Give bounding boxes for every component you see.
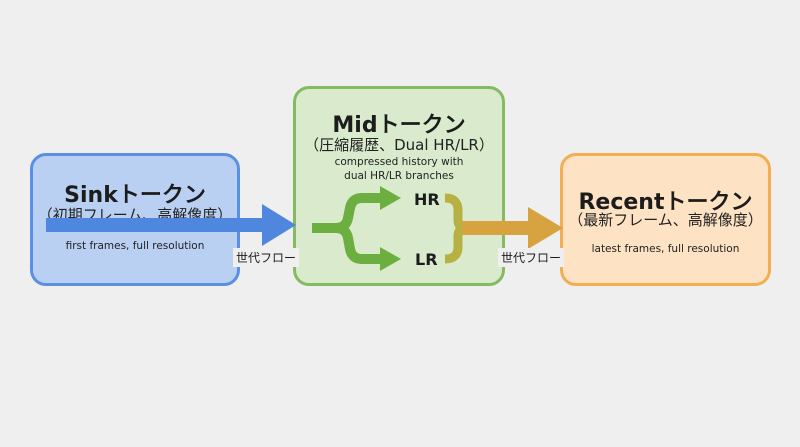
branch-lower-path	[335, 223, 382, 264]
hr-arrowhead	[380, 186, 401, 210]
flow-label-2: 世代フロー	[498, 248, 565, 267]
mid-description-line1: compressed history with	[334, 156, 464, 168]
mid-token-box: Midトークン （圧縮履歴、Dual HR/LR） compressed his…	[293, 86, 505, 286]
recent-title-ja: トークン	[664, 190, 753, 215]
sink-title-ja: トークン	[117, 183, 206, 208]
mid-title-en: Mid	[332, 113, 378, 138]
sink-description: first frames, full resolution	[65, 240, 205, 252]
mid-title-ja: トークン	[377, 113, 466, 138]
recent-subtitle: （最新フレーム、高解像度）	[568, 211, 763, 229]
merge-bracket	[444, 193, 467, 264]
recent-token-box: Recentトークン （最新フレーム、高解像度） latest frames, …	[560, 153, 771, 286]
mid-description: compressed history with dual HR/LR branc…	[296, 155, 502, 183]
mid-subtitle: （圧縮履歴、Dual HR/LR）	[304, 136, 494, 154]
flow-label-1: 世代フロー	[233, 248, 300, 267]
mid-to-recent-arrow	[462, 207, 563, 249]
recent-description: latest frames, full resolution	[591, 243, 740, 255]
mid-title: Midトークン	[296, 107, 502, 139]
sink-title-en: Sink	[64, 183, 118, 208]
mid-description-line2: dual HR/LR branches	[344, 170, 454, 182]
sink-title: Sinkトークン	[33, 177, 237, 209]
lr-arrowhead	[380, 247, 401, 271]
lr-label: LR	[415, 250, 438, 269]
sink-to-mid-arrow	[46, 204, 296, 246]
hr-label: HR	[414, 190, 440, 209]
recent-title-en: Recent	[578, 190, 665, 215]
hr-lr-branch-arrows	[312, 193, 382, 264]
branch-upper-path	[335, 193, 382, 233]
recent-title: Recentトークン	[563, 184, 768, 216]
